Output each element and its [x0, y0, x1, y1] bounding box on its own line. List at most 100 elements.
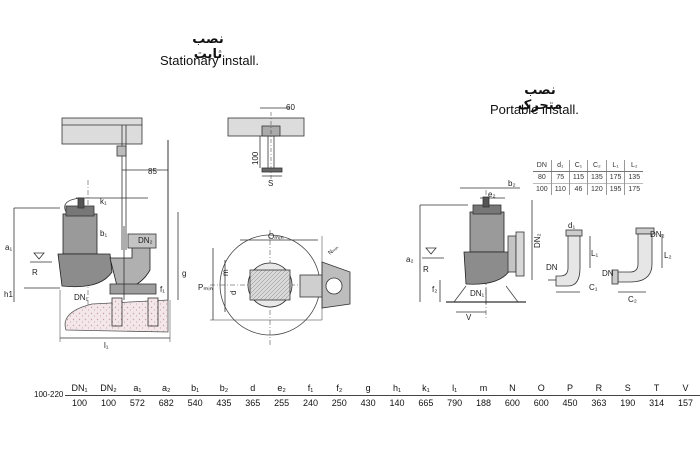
- value-cell: 435: [216, 398, 232, 408]
- header-cell: P: [555, 381, 585, 396]
- elbow-cell: 195: [605, 183, 625, 195]
- dim-O-min-label: Oₘᵢₙ: [268, 232, 284, 241]
- header-cell: O: [526, 381, 556, 396]
- header-cell: a₁: [122, 381, 152, 396]
- value-cell: 600: [504, 398, 520, 408]
- dim-d-label: d: [229, 291, 238, 295]
- header-cell: l₁: [440, 381, 470, 396]
- header-cell: k₁: [411, 381, 441, 396]
- elbow-cell: 135: [587, 171, 607, 184]
- dim-100-label: 100: [251, 151, 260, 165]
- elbow-header-cell: C₂: [587, 160, 607, 172]
- value-cell: 240: [302, 398, 318, 408]
- header-cell: V: [671, 381, 700, 396]
- value-cell: 365: [245, 398, 261, 408]
- value-cell: 140: [389, 398, 405, 408]
- elbow-detail-2: [611, 227, 663, 293]
- dim-a2-label: a₂: [406, 255, 414, 264]
- dim-V-label: V: [466, 313, 472, 322]
- dim-S-label: S: [268, 179, 273, 188]
- elbow-cell: 175: [624, 183, 644, 195]
- header-cell: R: [584, 381, 614, 396]
- value-cell: 665: [418, 398, 434, 408]
- dim-b1-label: b₁: [100, 229, 107, 238]
- value-cell: 600: [533, 398, 549, 408]
- dim-a1-label: a₁: [5, 243, 12, 252]
- header-cell: a₂: [151, 381, 181, 396]
- elbow-table-row: 100 110 46 120 195 175: [533, 183, 644, 195]
- value-cell: 250: [331, 398, 347, 408]
- elbow-header-cell: C₁: [568, 160, 588, 172]
- elbow-detail-1: [548, 229, 591, 293]
- elbow-header-cell: DN: [533, 160, 552, 172]
- header-cell: e₂: [267, 381, 297, 396]
- dim-g-label: g: [182, 269, 186, 278]
- value-cell: 157: [677, 398, 694, 408]
- stationary-side-view: [13, 117, 179, 342]
- elbow-header-cell: d₁: [550, 160, 570, 172]
- value-cell: 450: [562, 398, 578, 408]
- dim-60-label: 60: [286, 103, 295, 112]
- dim-elbow2-DN-label: DN: [602, 269, 614, 278]
- dim-elbow-DN-label: DN: [546, 263, 558, 272]
- dim-85-label: 85: [148, 167, 157, 176]
- elbow-table-row: 80 75 115 135 175 135: [533, 171, 644, 184]
- value-cell: 100: [100, 398, 116, 408]
- value-cell: 190: [620, 398, 636, 408]
- stationary-title-en: Stationary install.: [160, 53, 259, 68]
- dim-e2-label: e₂: [488, 190, 496, 199]
- value-cell: 790: [447, 398, 463, 408]
- dim-f2-label: f₂: [432, 285, 437, 294]
- dim-P-min-label: Pₘᵢₙ: [198, 283, 213, 292]
- elbow-cell: 100: [533, 183, 552, 195]
- elbow-cell: 80: [533, 171, 552, 184]
- dim-b2-label: b₂: [508, 179, 516, 188]
- dim-portable-DN1-label: DN₁: [470, 289, 485, 298]
- header-cell: f₁: [296, 381, 325, 396]
- header-cell: g: [353, 381, 383, 396]
- dim-C1-label: C₁: [589, 283, 598, 292]
- header-cell: S: [613, 381, 643, 396]
- plan-view: [210, 230, 351, 345]
- value-cell: 682: [158, 398, 174, 408]
- dim-elbow-DN2-label: DN₂: [650, 230, 665, 239]
- model-label: 100-220: [34, 390, 64, 399]
- dim-portable-R-label: R: [423, 265, 429, 274]
- stationary-title-fa: نصب ثابت: [192, 32, 224, 62]
- dim-DN2-label: DN₂: [138, 236, 153, 245]
- dim-k1-label: k₁: [100, 197, 107, 206]
- value-cell: 430: [360, 398, 376, 408]
- value-cell: 188: [476, 398, 492, 408]
- dim-DN1-label: DN₁: [74, 293, 89, 302]
- header-cell: m: [469, 381, 498, 396]
- header-cell: f₂: [324, 381, 354, 396]
- elbow-cell: 46: [568, 183, 588, 195]
- dim-h1-label: h1: [4, 290, 13, 299]
- elbow-cell: 115: [568, 171, 588, 184]
- elbow-cell: 175: [605, 171, 625, 184]
- value-cell: 540: [187, 398, 203, 408]
- elbow-header-cell: L₁: [605, 160, 625, 172]
- value-cell: 314: [649, 398, 665, 408]
- header-cell: T: [642, 381, 672, 396]
- header-cell: h₁: [382, 381, 412, 396]
- elbow-cell: 110: [550, 183, 570, 195]
- elbow-table-header-row: DN d₁ C₁ C₂ L₁ L₂: [533, 160, 644, 172]
- header-cell: DN₂: [93, 381, 123, 396]
- elbow-cell: 135: [624, 171, 644, 184]
- dim-m-label: m: [221, 269, 230, 276]
- header-cell: d: [238, 381, 268, 396]
- header-cell: b₂: [209, 381, 239, 396]
- dim-d1-label: d₁: [568, 221, 575, 230]
- value-cell: 255: [274, 398, 290, 408]
- dim-R-label: R: [32, 268, 38, 277]
- value-cell: 363: [591, 398, 607, 408]
- main-table-value-row: 100 100 572 682 540 435 365 255 240 250 …: [65, 396, 700, 411]
- dim-L2-label: L₂: [664, 251, 672, 260]
- portable-side-view: [419, 187, 533, 318]
- dim-portable-DN2-label: DN₂: [533, 233, 542, 248]
- elbow-dimension-table: DN d₁ C₁ C₂ L₁ L₂ 80 75 115 135 175 135 …: [533, 160, 644, 195]
- elbow-cell: 75: [550, 171, 570, 184]
- dim-N-min-label: Nₘᵢₙ: [327, 244, 340, 256]
